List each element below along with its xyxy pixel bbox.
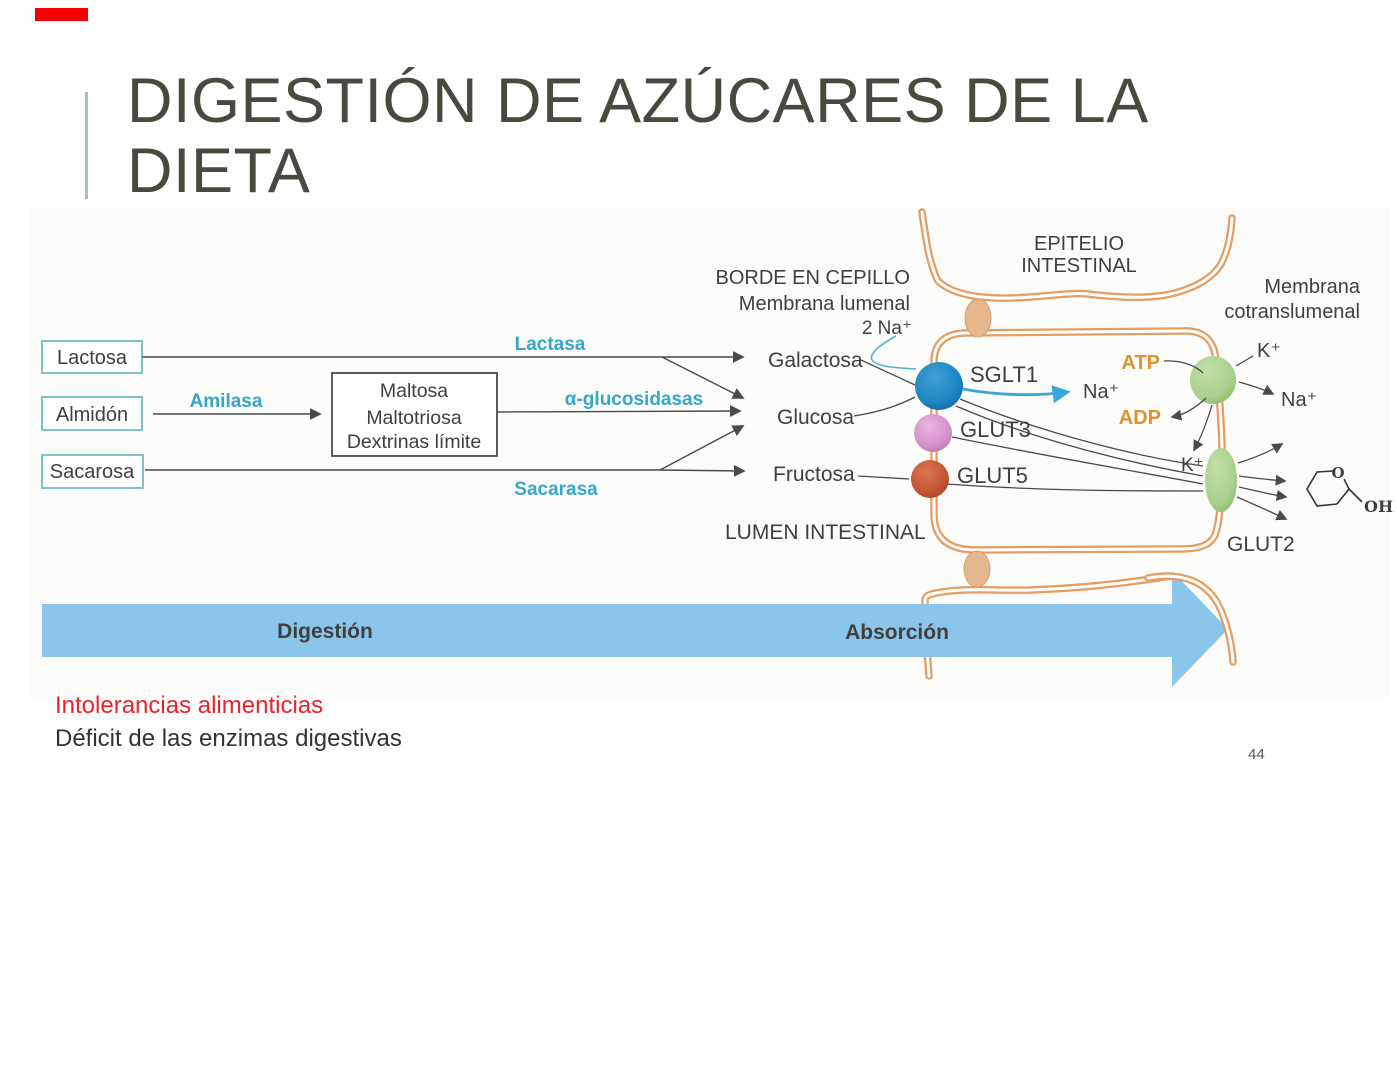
digestion-label: Digestión — [277, 620, 373, 643]
membrana-lumenal-label: Membrana lumenal — [739, 293, 910, 315]
membrana-cotranslumenal-line1: Membrana — [1264, 276, 1360, 298]
lactosa-label: Lactosa — [57, 347, 128, 369]
glut5-label: GLUT5 — [957, 463, 1028, 488]
alpha-glucosidasas-label: α-glucosidasas — [565, 389, 703, 410]
glucosa-label: Glucosa — [777, 406, 854, 429]
pump-arrows — [1163, 355, 1275, 452]
sugar-transporter-links — [853, 359, 916, 480]
tight-junction-top — [964, 298, 992, 338]
lactasa-label: Lactasa — [515, 334, 586, 355]
k-top-label: K⁺ — [1257, 340, 1281, 362]
na-right-label: Na⁺ — [1281, 389, 1317, 411]
membrana-cotranslumenal-line2: cotranslumenal — [1224, 301, 1360, 323]
k-internal-label: K⁺ — [1181, 455, 1204, 476]
na-internal-label: Na⁺ — [1083, 381, 1119, 403]
two-na-label: 2 Na⁺ — [862, 318, 912, 339]
intolerancias-note: Intolerancias alimenticias — [55, 692, 324, 719]
deficit-note: Déficit de las enzimas digestivas — [55, 725, 402, 752]
amilasa-label: Amilasa — [190, 391, 263, 412]
glut3-label: GLUT3 — [960, 417, 1031, 442]
sacarasa-label: Sacarasa — [514, 479, 598, 500]
page-number: 44 — [1248, 746, 1265, 763]
membrane-over-arrow — [1144, 572, 1237, 666]
process-arrow — [42, 571, 1228, 687]
pyranose-ring: O OH — [1306, 464, 1393, 516]
sglt1-label: SGLT1 — [970, 362, 1038, 387]
glut2-transporter — [1205, 448, 1237, 512]
glut3-transporter — [914, 414, 952, 452]
adp-label: ADP — [1119, 407, 1161, 429]
glut2-label: GLUT2 — [1227, 533, 1295, 556]
oxygen-atom-label: O — [1331, 464, 1344, 482]
borde-en-cepillo-label: BORDE EN CEPILLO — [715, 267, 910, 289]
na-k-pump — [1190, 356, 1236, 404]
intermediates-box — [331, 372, 498, 457]
red-marker — [35, 8, 88, 21]
digestion-lines — [142, 351, 746, 477]
na-release-arrow — [962, 385, 1071, 404]
substrate-boxes: Lactosa Almidón Sacarosa — [41, 340, 144, 489]
sacarosa-box — [41, 454, 144, 489]
galactosa-label: Galactosa — [768, 349, 863, 372]
glut5-transporter — [911, 460, 949, 498]
almidon-box — [41, 396, 143, 431]
atp-label: ATP — [1121, 352, 1160, 374]
sglt1-transporter — [915, 362, 963, 410]
dextrinas-label: Dextrinas límite — [347, 431, 481, 453]
page-title: DIGESTIÓN DE AZÚCARES DE LA DIETA — [127, 66, 1149, 206]
transcellular-lines — [946, 398, 1288, 521]
tight-junction-bottom — [963, 550, 991, 588]
title-accent-bar — [85, 92, 88, 199]
absorcion-label: Absorción — [845, 621, 949, 644]
maltotriosa-label: Maltotriosa — [366, 407, 462, 429]
epitelio-label-line1: EPITELIO — [1034, 233, 1124, 255]
lumen-intestinal-label: LUMEN INTESTINAL — [725, 521, 926, 544]
sacarosa-label: Sacarosa — [50, 461, 135, 483]
almidon-label: Almidón — [56, 404, 128, 426]
hydroxyl-label: OH — [1364, 497, 1393, 516]
maltosa-label: Maltosa — [380, 380, 448, 402]
epitelio-label-line2: INTESTINAL — [1021, 255, 1137, 277]
fructosa-label: Fructosa — [773, 463, 855, 486]
na-entry-curve — [870, 335, 917, 370]
